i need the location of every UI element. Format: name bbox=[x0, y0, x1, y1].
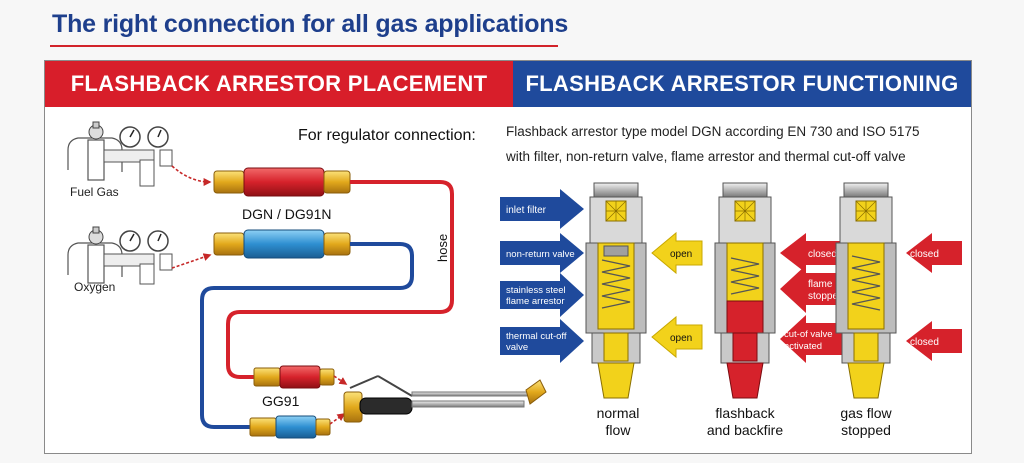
flashback-label-2: and backfire bbox=[707, 422, 783, 438]
dgn-arrestor-blue bbox=[213, 229, 351, 259]
thermal-cutoff-arrow bbox=[500, 319, 584, 363]
page-title: The right connection for all gas applica… bbox=[52, 10, 569, 38]
gas-flow-stopped-label-1: gas flow bbox=[840, 405, 892, 421]
open-arrow-bottom bbox=[651, 315, 703, 359]
oxygen-label: Oxygen bbox=[74, 280, 115, 294]
arrestor-section-stopped bbox=[835, 182, 897, 399]
gg91-label: GG91 bbox=[262, 393, 300, 409]
fuel-hose bbox=[226, 180, 454, 379]
cutoff-activated-label-1: cut-of valve bbox=[784, 329, 833, 340]
non-return-label: non-return valve bbox=[506, 249, 575, 260]
dgn-arrestor-red bbox=[213, 167, 351, 197]
normal-flow-label-1: normal bbox=[597, 405, 640, 421]
inlet-filter-arrow bbox=[500, 189, 584, 229]
flame-arrestor-label-2: flame arrestor bbox=[506, 296, 565, 307]
non-return-arrow bbox=[500, 233, 584, 273]
flame-stopped-arrow bbox=[780, 265, 846, 313]
closed-arrow-flashback bbox=[780, 233, 846, 273]
closed-label-bottom: closed bbox=[910, 337, 939, 348]
functioning-header: FLASHBACK ARRESTOR FUNCTIONING bbox=[513, 61, 971, 107]
fuel-connection-arrow bbox=[171, 165, 212, 186]
placement-header: FLASHBACK ARRESTOR PLACEMENT bbox=[45, 61, 513, 107]
title-underline bbox=[50, 45, 558, 47]
hose-label: hose bbox=[435, 234, 450, 262]
gg91-red-arrow bbox=[333, 375, 348, 385]
gas-flow-stopped-label-2: stopped bbox=[841, 422, 891, 438]
fuel-gas-label: Fuel Gas bbox=[70, 185, 119, 199]
closed-label-flashback: closed bbox=[808, 249, 837, 260]
cutting-torch bbox=[343, 375, 547, 423]
open-arrow-top bbox=[651, 231, 703, 275]
gg91-valve-red bbox=[253, 365, 335, 389]
diagram-frame: FLASHBACK ARRESTOR PLACEMENT FLASHBACK A… bbox=[44, 60, 972, 454]
flame-stopped-label-1: flame bbox=[808, 279, 833, 290]
oxygen-hose bbox=[200, 242, 414, 429]
flame-arrestor-label-1: stainless steel bbox=[506, 285, 566, 296]
inlet-filter-label: inlet filter bbox=[506, 205, 547, 216]
thermal-cutoff-label-2: valve bbox=[506, 342, 528, 353]
closed-arrow-top bbox=[906, 233, 962, 273]
regulator-heading: For regulator connection: bbox=[298, 127, 476, 144]
flashback-label-1: flashback bbox=[715, 405, 775, 421]
cutoff-activated-label-2: activated bbox=[784, 341, 822, 352]
fuel-gas-regulator bbox=[67, 121, 173, 187]
flame-stopped-label-2: stopped bbox=[808, 291, 844, 302]
closed-arrow-bottom bbox=[906, 321, 962, 361]
oxygen-connection-arrow bbox=[171, 253, 212, 269]
normal-flow-label-2: flow bbox=[606, 422, 632, 438]
arrestor-section-normal bbox=[585, 182, 647, 399]
gg91-valve-blue bbox=[249, 415, 331, 439]
flame-arrestor-arrow bbox=[500, 273, 584, 317]
regulator-desc-line2: with filter, non-return valve, flame arr… bbox=[505, 149, 906, 164]
closed-label-top: closed bbox=[910, 249, 939, 260]
oxygen-regulator bbox=[67, 226, 173, 285]
regulator-desc-line1: Flashback arrestor type model DGN accord… bbox=[506, 124, 919, 139]
dgn-label: DGN / DG91N bbox=[242, 206, 331, 222]
arrestor-section-flashback bbox=[714, 182, 776, 399]
open-label-top: open bbox=[670, 249, 692, 260]
open-label-bottom: open bbox=[670, 333, 692, 344]
gg91-blue-arrow bbox=[329, 413, 346, 425]
component-labels: inlet filter non-return valve stainless … bbox=[500, 189, 584, 363]
cutoff-activated-arrow bbox=[780, 315, 846, 363]
thermal-cutoff-label-1: thermal cut-off bbox=[506, 331, 567, 342]
